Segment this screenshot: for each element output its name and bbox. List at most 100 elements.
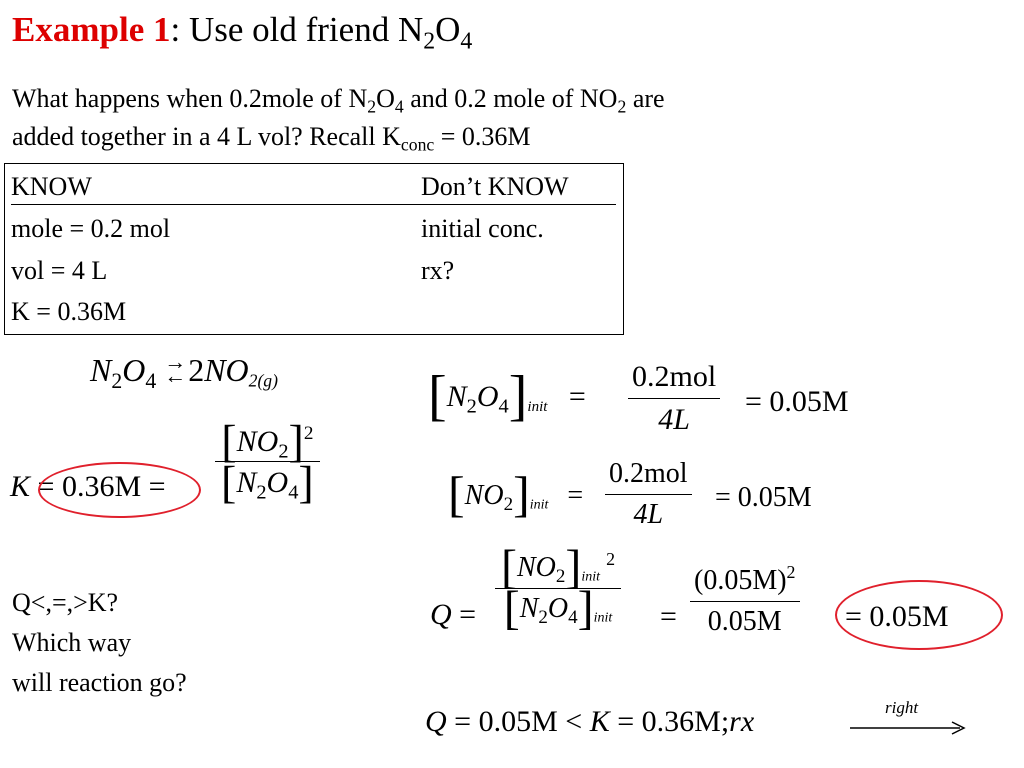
intro-line2-a: added together in a 4 L vol? Recall K (12, 122, 401, 151)
no2-init-label: init (529, 497, 549, 513)
no2-fraction: 0.2mol 4L (605, 458, 692, 531)
n2o4-frac-num: 0.2mol (632, 360, 717, 393)
cmp-less-than: < (565, 705, 583, 738)
question-text: Q<,=,>K? Which way will reaction go? (12, 583, 187, 703)
know-item: vol = 4 L (11, 256, 108, 285)
know-item: mole = 0.2 mol (11, 214, 171, 243)
cmp-k-value: 0.36M (641, 705, 721, 738)
equilibrium-arrows: → ← (164, 349, 188, 388)
intro-line1-a: What happens when 0.2mole of N (12, 84, 368, 113)
cmp-equals: = (454, 705, 472, 738)
intro-line-2: added together in a 4 L vol? Recall Kcon… (12, 118, 665, 156)
intro-line1-sub3: 2 (617, 96, 627, 117)
k-den-sub2: 4 (288, 481, 299, 504)
q-equals-2: = (660, 600, 677, 633)
q-den-sub1: 2 (538, 607, 548, 629)
intro-line2-b: = 0.36M (434, 122, 531, 151)
no2-result: = 0.05M (715, 482, 812, 514)
header-rule (11, 204, 616, 205)
example-label: Example 1 (12, 10, 171, 49)
cmp-semicolon: ; (720, 705, 730, 738)
k-den-n: N (236, 466, 257, 499)
n2o4-frac-den: 4L (658, 403, 690, 436)
n2o4-fraction: 0.2mol 4L (628, 360, 721, 437)
n2o4-n: N (446, 380, 467, 413)
q-num-sub: 2 (555, 566, 566, 588)
k-fraction: [NO2]2 [N2O4] (215, 415, 320, 508)
q-den-o: O (547, 593, 569, 624)
no2-init-conc: [NO2]init = (448, 466, 584, 522)
k-fraction-denominator: [N2O4] (221, 456, 314, 508)
intro-line2-sub: conc (400, 134, 435, 155)
k-den-o: O (266, 466, 289, 499)
q-fraction-bar (495, 588, 622, 589)
k-value-circle (38, 462, 201, 518)
q-num-init: init (581, 569, 601, 585)
no2-result-value: 0.05M (737, 482, 812, 513)
k-den-sub1: 2 (256, 481, 267, 504)
q-den-init: init (593, 610, 613, 626)
q-fraction: [NO2]init2 [N2O4]init (495, 540, 622, 632)
q-num-frac-bar (690, 601, 800, 602)
k-num-sub: 2 (278, 440, 289, 463)
k-fraction-numerator: [NO2]2 (221, 415, 314, 467)
k-num-no: NO (236, 425, 279, 458)
title-sub-4: 4 (460, 28, 473, 55)
question-line-1: Q<,=,>K? (12, 588, 119, 617)
n2o4-equals: = (568, 380, 586, 413)
know-header: KNOW (11, 172, 92, 201)
no2-no: NO (464, 480, 504, 511)
dont-know-item: rx? (421, 256, 455, 285)
q-num-no: NO (516, 552, 556, 583)
cmp-q: Q (425, 705, 447, 738)
q-result-circle (835, 580, 1003, 650)
cmp-k: K (589, 705, 610, 738)
reaction-n: N (90, 352, 112, 388)
dont-know-header: Don’t KNOW (421, 172, 569, 201)
n2o4-result-value: 0.05M (769, 385, 849, 418)
q-num2: (0.05M) (694, 565, 787, 596)
q-den-sub2: 4 (568, 607, 578, 629)
q-den-n: N (519, 593, 539, 624)
q-fraction-numerator: [NO2]init2 (501, 540, 616, 594)
title-text: Use old friend N (180, 10, 424, 49)
intro-line1-sub2: 4 (394, 96, 404, 117)
q-num-sup: 2 (606, 548, 616, 569)
no2-equals-2: = (715, 482, 731, 513)
n2o4-frac-bar (628, 398, 721, 399)
title-text-o: O (435, 10, 461, 49)
title-colon: : (170, 10, 181, 49)
intro-question: What happens when 0.2mole of N2O4 and 0.… (12, 80, 665, 156)
know-item: K = 0.36M (11, 297, 127, 326)
q-numeric-fraction: (0.05M)2 0.05M (690, 561, 800, 638)
q-expression-left: Q = (430, 598, 476, 632)
cmp-q-value: 0.05M (478, 705, 558, 738)
dont-know-item: initial conc. (421, 214, 544, 243)
q-symbol: Q (430, 598, 452, 631)
intro-line1-d: are (626, 84, 665, 113)
no2-equals: = (567, 480, 584, 511)
cmp-equals-2: = (617, 705, 635, 738)
cmp-rx: rx (729, 705, 755, 738)
reaction-sub1: 2 (111, 368, 123, 393)
n2o4-o: O (476, 380, 499, 413)
intro-line1-sub1: 2 (367, 96, 377, 117)
reaction-coef: 2 (188, 352, 205, 388)
reaction-sub2: 4 (145, 368, 157, 393)
q-num2-sup: 2 (786, 561, 796, 582)
n2o4-init-label: init (527, 398, 548, 415)
question-line-2: Which way (12, 628, 132, 657)
slide-title: Example 1: Use old friend N2O4 (12, 10, 472, 54)
k-symbol: K (10, 470, 31, 503)
q-den2: 0.05M (707, 606, 782, 637)
no2-frac-num: 0.2mol (609, 458, 688, 489)
reaction-sub-g: 2(g) (248, 370, 278, 391)
title-sub-2: 2 (423, 28, 436, 55)
know-table: KNOW Don’t KNOW mole = 0.2 mol vol = 4 L… (4, 163, 624, 335)
k-num-sup: 2 (303, 423, 314, 445)
no2-frac-bar (605, 494, 692, 495)
forward-arrow-icon: → (164, 349, 187, 374)
q-equals: = (459, 598, 477, 631)
question-line-3: will reaction go? (12, 668, 187, 697)
n2o4-result: = 0.05M (745, 385, 849, 419)
